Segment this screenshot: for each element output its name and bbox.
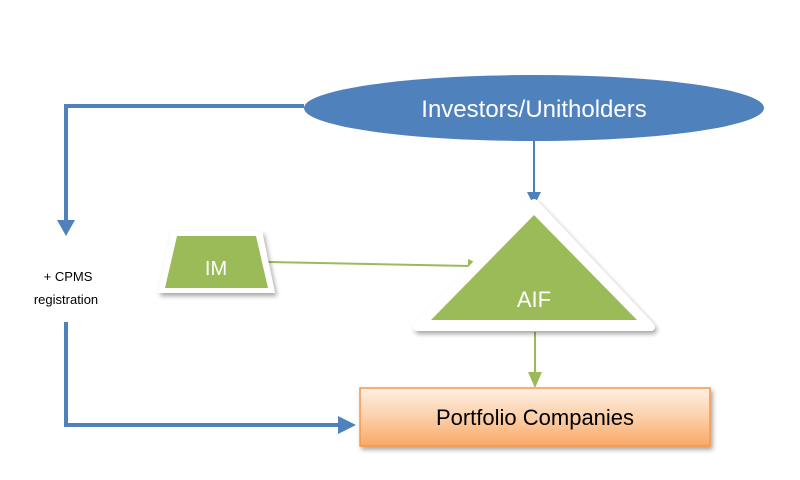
connector-im-to-aif — [267, 261, 471, 267]
investors-label: Investors/Unitholders — [421, 96, 646, 123]
connector-left-to-portfolio — [64, 322, 340, 427]
connector-investors-to-left — [64, 104, 304, 222]
aif-node — [413, 199, 655, 331]
im-label: IM — [205, 258, 227, 280]
aif-label: AIF — [517, 287, 551, 312]
im-node — [158, 231, 275, 293]
cpms-annotation-line2: registration — [34, 292, 98, 307]
investors-node: Investors/Unitholders — [304, 75, 764, 141]
portfolio-label: Portfolio Companies — [436, 405, 634, 430]
arrow-aif-to-portfolio — [528, 372, 542, 388]
arrow-down-left — [57, 220, 75, 236]
arrow-right-to-portfolio — [338, 416, 356, 434]
portfolio-node — [359, 387, 711, 447]
cpms-annotation-line1: + CPMS — [44, 269, 93, 284]
